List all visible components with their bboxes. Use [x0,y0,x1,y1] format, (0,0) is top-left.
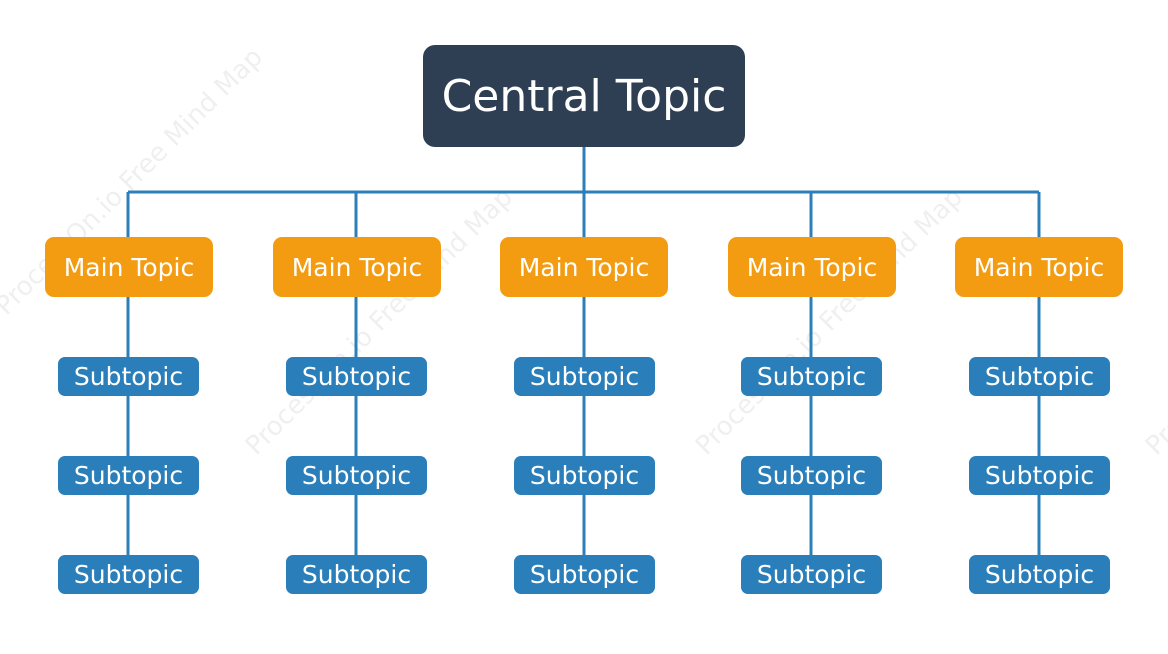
main-topic-label: Main Topic [973,252,1105,282]
subtopic-label: Subtopic [984,362,1095,391]
subtopic-label: Subtopic [73,362,184,391]
subtopic[interactable]: Subtopic [741,456,882,495]
main-topic-label: Main Topic [291,252,423,282]
main-topic[interactable]: Main Topic [500,237,668,297]
subtopic-label: Subtopic [73,461,184,490]
subtopic[interactable]: Subtopic [969,456,1110,495]
subtopic[interactable]: Subtopic [286,357,427,396]
subtopic-label: Subtopic [756,560,867,589]
subtopic[interactable]: Subtopic [514,555,655,594]
subtopic-label: Subtopic [301,461,412,490]
subtopic-label: Subtopic [529,362,640,391]
subtopic-label: Subtopic [529,461,640,490]
subtopic[interactable]: Subtopic [741,357,882,396]
main-topic[interactable]: Main Topic [728,237,896,297]
subtopic[interactable]: Subtopic [514,456,655,495]
subtopic-label: Subtopic [756,461,867,490]
main-topic-label: Main Topic [746,252,878,282]
subtopic-label: Subtopic [73,560,184,589]
subtopic[interactable]: Subtopic [58,357,199,396]
subtopic[interactable]: Subtopic [286,555,427,594]
subtopic-label: Subtopic [984,560,1095,589]
subtopic-label: Subtopic [301,560,412,589]
main-topic-label: Main Topic [518,252,650,282]
subtopic-label: Subtopic [756,362,867,391]
main-topic[interactable]: Main Topic [273,237,441,297]
subtopic-label: Subtopic [301,362,412,391]
subtopic[interactable]: Subtopic [58,555,199,594]
central-topic-label: Central Topic [441,70,727,122]
subtopic[interactable]: Subtopic [969,555,1110,594]
subtopic[interactable]: Subtopic [969,357,1110,396]
central-topic[interactable]: Central Topic [423,45,745,147]
main-topic[interactable]: Main Topic [955,237,1123,297]
subtopic[interactable]: Subtopic [58,456,199,495]
subtopic[interactable]: Subtopic [514,357,655,396]
subtopic-label: Subtopic [984,461,1095,490]
subtopic[interactable]: Subtopic [741,555,882,594]
subtopic-label: Subtopic [529,560,640,589]
main-topic[interactable]: Main Topic [45,237,213,297]
main-topic-label: Main Topic [63,252,195,282]
subtopic[interactable]: Subtopic [286,456,427,495]
